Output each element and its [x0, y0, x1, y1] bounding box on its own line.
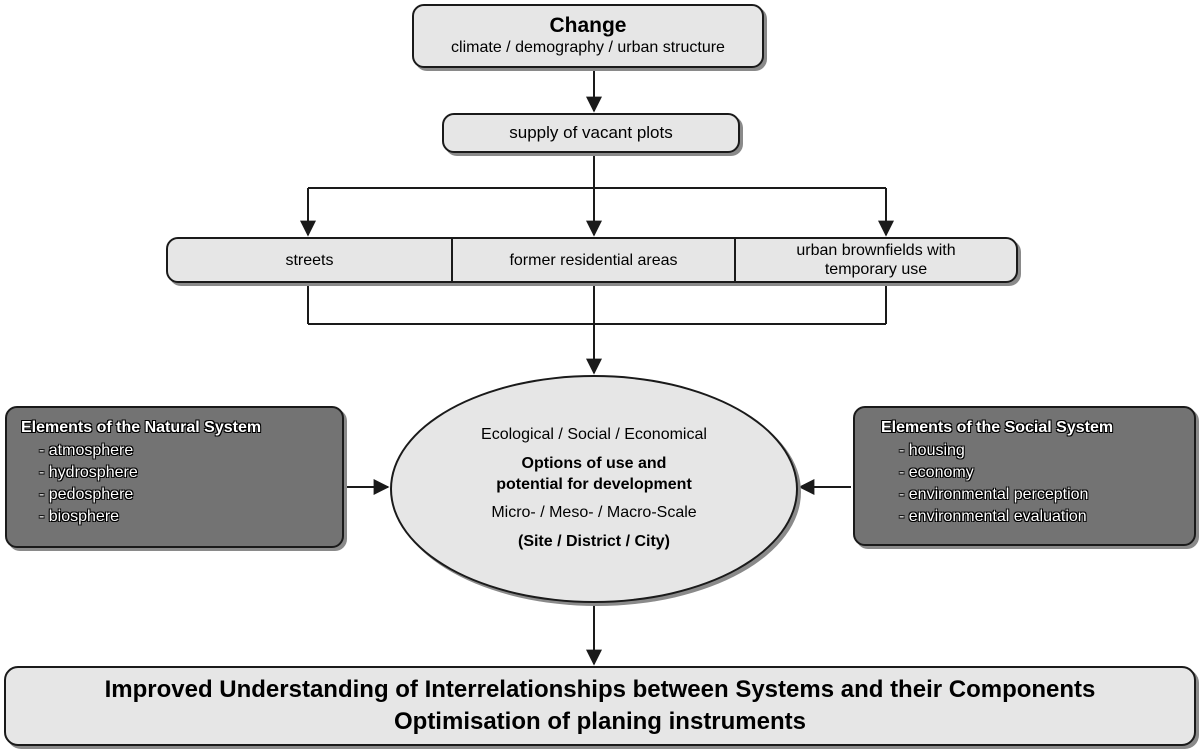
center-dimensions: Ecological / Social / Economical	[481, 426, 707, 443]
change-title: Change	[549, 14, 627, 37]
category-label: streets	[285, 251, 334, 269]
change-box: Change climate / demography / urban stru…	[412, 4, 764, 68]
social-system-box: Elements of the Social System - housing …	[853, 406, 1196, 546]
natural-system-title: Elements of the Natural System	[21, 419, 262, 436]
category-streets: streets	[168, 239, 453, 281]
natural-system-box: Elements of the Natural System - atmosph…	[5, 406, 344, 548]
supply-label: supply of vacant plots	[509, 123, 673, 142]
natural-system-item: - atmosphere	[39, 442, 134, 459]
social-system-title: Elements of the Social System	[881, 419, 1114, 436]
natural-system-item: - pedosphere	[39, 486, 134, 503]
categories-box: streets former residential areas urban b…	[166, 237, 1018, 283]
center-options-line2: potential for development	[496, 476, 692, 493]
natural-system-item: - biosphere	[39, 508, 120, 525]
center-scales: Micro- / Meso- / Macro-Scale	[491, 504, 697, 521]
social-system-item: - economy	[899, 464, 974, 481]
social-system-item: - housing	[899, 442, 965, 459]
natural-system-item: - hydrosphere	[39, 464, 138, 481]
social-system-item: - environmental evaluation	[899, 508, 1087, 525]
category-former-residential-areas: former residential areas	[453, 239, 736, 281]
change-subtitle: climate / demography / urban structure	[451, 39, 725, 56]
category-label: former residential areas	[509, 251, 678, 269]
result-box: Improved Understanding of Interrelations…	[4, 666, 1196, 746]
category-urban-brownfields: urban brownfields with temporary use	[736, 239, 1016, 281]
center-ellipse: Ecological / Social / Economical Options…	[390, 375, 798, 603]
supply-box: supply of vacant plots	[442, 113, 740, 153]
result-line1: Improved Understanding of Interrelations…	[104, 676, 1096, 703]
category-label: urban brownfields with temporary use	[796, 242, 956, 278]
result-line2: Optimisation of planing instruments	[393, 708, 806, 735]
center-scale-levels: (Site / District / City)	[517, 533, 671, 550]
center-options-line1: Options of use and	[521, 455, 667, 472]
social-system-item: - environmental perception	[899, 486, 1089, 503]
